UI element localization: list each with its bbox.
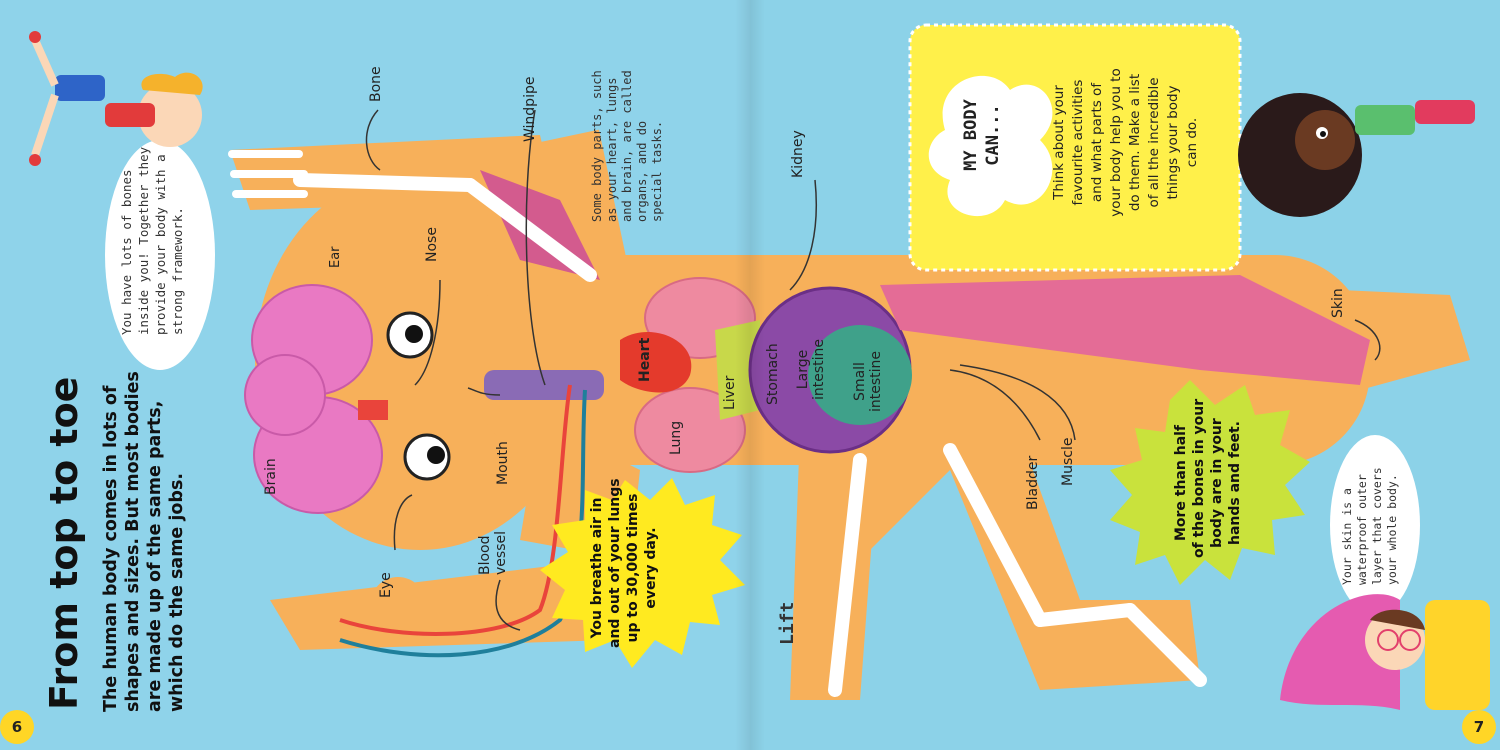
skin-bubble: Your skin is a waterproof outer layer th… [1340,467,1400,585]
bubble-line: strong framework. [170,207,185,335]
note-line: Some body parts, such [590,70,604,222]
label-muscle: Muscle [1060,437,1076,486]
mouth-shape [358,400,388,420]
organs-note: Some body parts, such as your heart, lun… [590,70,665,222]
label-line: Blood [477,535,493,575]
card-line: can do. [1184,117,1200,168]
label-bladder: Bladder [1025,455,1041,510]
burst-line: and out of your lungs [607,478,623,648]
burst-line: More than half [1173,424,1189,542]
card-line: your body help you to [1108,68,1124,217]
card-line: and what parts of [1089,82,1105,203]
bubble-line: provide your body with a [153,154,168,335]
intro-line: shapes and sizes. But most bodies [123,371,143,712]
child-girl [1238,93,1475,217]
brain [244,284,383,514]
page-number-right: 7 [1462,710,1496,744]
heart-shape [620,332,692,393]
skeleton [293,173,1207,697]
label-large-intestine: Large intestine [795,339,827,400]
burst-line: up to 30,000 times [625,493,641,643]
label-bone: Bone [368,66,384,102]
bubble-line: You have lots of bones [119,169,134,335]
hand [228,150,308,198]
card-line: Think about your [1051,85,1067,200]
label-ear: Ear [328,246,343,268]
bones-fact: More than half of the bones in your body… [1172,398,1244,558]
lift-text: Lift [777,601,798,645]
label-nose: Nose [424,227,440,262]
card-line: do them. Make a list [1127,73,1143,212]
intro-line: The human body comes in lots of [101,385,121,712]
note-line: organs, and do [635,120,649,222]
burst-line: body are in your [1209,418,1225,548]
bubble-line: inside you! Together they [136,146,151,335]
bones-burst-shape [1110,380,1310,585]
label-kidney: Kidney [790,130,806,178]
bones-bubble: You have lots of bones inside you! Toget… [118,147,186,335]
label-windpipe: Windpipe [522,76,538,142]
label-line: Small [852,362,868,401]
pointer-lines [365,109,1381,631]
label-line: Large [795,349,811,390]
label-brain: Brain [263,458,279,495]
label-stomach: Stomach [765,343,781,405]
eyes [386,311,451,481]
label-skin: Skin [1330,288,1346,318]
bubble-line: waterproof outer [1355,474,1369,585]
card-heading: MY BODY CAN... [960,85,1004,185]
label-eye: Eye [378,572,394,598]
leg-muscle [880,275,1370,385]
label-line: intestine [811,338,827,400]
intro-line: which do the same jobs. [167,472,187,712]
breathe-burst-shape [540,478,745,668]
child-umbrella [1280,594,1490,710]
card-cloud [928,75,1053,217]
child-boy [29,31,203,166]
page-title: From top to toe [42,376,86,710]
card-line: favourite activities [1070,79,1086,206]
page-number-left: 6 [0,710,34,744]
label-blood-vessel: Blood vessel [477,531,509,575]
label-lung: Lung [668,420,684,455]
intro-text: The human body comes in lots of shapes a… [100,371,188,712]
liver-shape [715,320,760,420]
label-line: vessel [493,531,509,575]
bubble-line: Your skin is a [1340,488,1354,585]
burst-line: hands and feet. [1227,421,1243,546]
card-heading-line: MY BODY [961,99,981,171]
burst-line: every day. [643,527,659,609]
note-line: and brain, are called [620,70,634,222]
label-mouth: Mouth [495,441,511,485]
label-heart: Heart [637,337,653,382]
card-line: things your body [1165,85,1181,200]
intro-line: are made up of the same parts, [145,400,165,712]
bones-bubble-shape [105,140,215,370]
note-line: special tasks. [650,120,664,222]
windpipe-shape [484,370,604,400]
burst-line: of the bones in your [1191,398,1207,558]
bubble-line: your whole body. [1385,474,1399,585]
burst-line: You breathe air in [589,497,605,639]
skin-bubble-shape [1330,435,1420,615]
label-line: intestine [868,350,884,412]
bubble-line: layer that covers [1370,467,1384,585]
label-liver: Liver [722,375,738,410]
breathe-fact: You breathe air in and out of your lungs… [588,478,660,648]
card-heading-line: CAN... [983,104,1003,166]
note-line: as your heart, lungs [605,77,619,223]
card-text: Think about your favourite activities an… [1050,40,1202,245]
card-line: of all the incredible [1146,77,1162,208]
label-small-intestine: Small intestine [852,351,884,412]
intestines [748,286,912,454]
blood-vessels [339,384,587,658]
